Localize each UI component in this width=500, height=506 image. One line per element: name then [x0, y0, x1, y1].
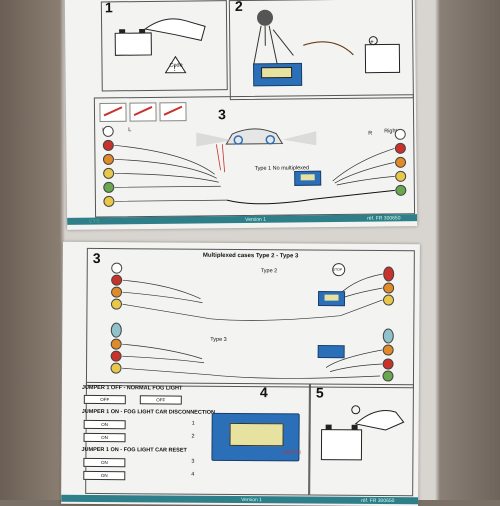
jumper-tag: JUMPER 1	[281, 449, 302, 455]
right-lamps-type2	[383, 266, 395, 306]
type-2-label: Type 2	[260, 268, 278, 275]
jumper-row-2: ON 2	[83, 432, 204, 443]
bottom-footer-version: Version 1	[241, 497, 263, 504]
on-switch-4: ON	[83, 470, 126, 481]
top-footer-ref: réf. FR 300650	[367, 215, 401, 222]
step-4-number: 4	[259, 384, 268, 401]
row-number-1: 1	[191, 420, 195, 427]
battery-reconnect-illustration	[320, 405, 405, 461]
on-switch: ON	[83, 419, 126, 430]
instruction-sheet-bottom: 3 4 5 Multiplexed cases Type 2 - Type 3	[61, 241, 420, 506]
jumper-row-1: ON 1	[83, 419, 204, 430]
brand-logo: CYS	[89, 218, 100, 225]
svg-text:!: !	[173, 64, 175, 73]
row-number-3: 3	[191, 458, 195, 465]
step-5-number: 5	[315, 384, 324, 401]
left-lamp-column	[102, 125, 115, 207]
type-1-caption: Type 1 No multiplexed	[254, 165, 310, 172]
left-lamps-type2	[110, 262, 123, 310]
jumper-off-heading: JUMPER 1 OFF - NORMAL FOG LIGHT	[81, 384, 183, 392]
off-switch: OFF	[83, 394, 126, 405]
jumper-on-reset-heading: JUMPER 1 ON - FOG LIGHT CAR RESET	[81, 446, 187, 454]
on-switch-3: ON	[83, 457, 126, 468]
splice-steps-illustration	[99, 102, 187, 122]
jumper-on-disconnect-heading: JUMPER 1 ON - FOG LIGHT CAR DISCONNECTIO…	[81, 408, 215, 416]
row-number-4: 4	[191, 471, 195, 478]
jumper-row-4: ON 4	[83, 470, 203, 481]
bottom-footer-ref: réf. FR 300650	[361, 497, 395, 505]
stop-label: STOP	[332, 267, 343, 272]
code-label: Code	[169, 62, 183, 69]
svg-text:+: +	[370, 40, 374, 46]
warning-icon	[164, 55, 187, 74]
lighting-wiring-diagram	[102, 125, 407, 207]
jumper-row-3: ON 3	[83, 457, 203, 468]
wiring-connection-illustration: +	[252, 9, 401, 87]
jumper-off-row: OFF OFF	[83, 394, 204, 405]
instruction-sheet-top: 1 2 3 ! Code + Left L R Right	[64, 0, 418, 230]
right-lamp-column	[394, 128, 407, 196]
type-3-label: Type 3	[210, 336, 227, 343]
on-switch-2: ON	[83, 432, 126, 443]
left-lamps-type3	[110, 322, 122, 374]
battery-disconnect-illustration: !	[114, 18, 206, 74]
type3-module-icon	[317, 345, 345, 359]
row-number-2: 2	[191, 433, 195, 440]
top-footer-version: Version 1	[245, 216, 267, 223]
step-3-number: 3	[217, 106, 226, 123]
right-lamps-type3	[382, 328, 394, 382]
off-switch-b: OFF	[139, 395, 182, 405]
multiplexed-wiring-diagram	[110, 262, 395, 382]
